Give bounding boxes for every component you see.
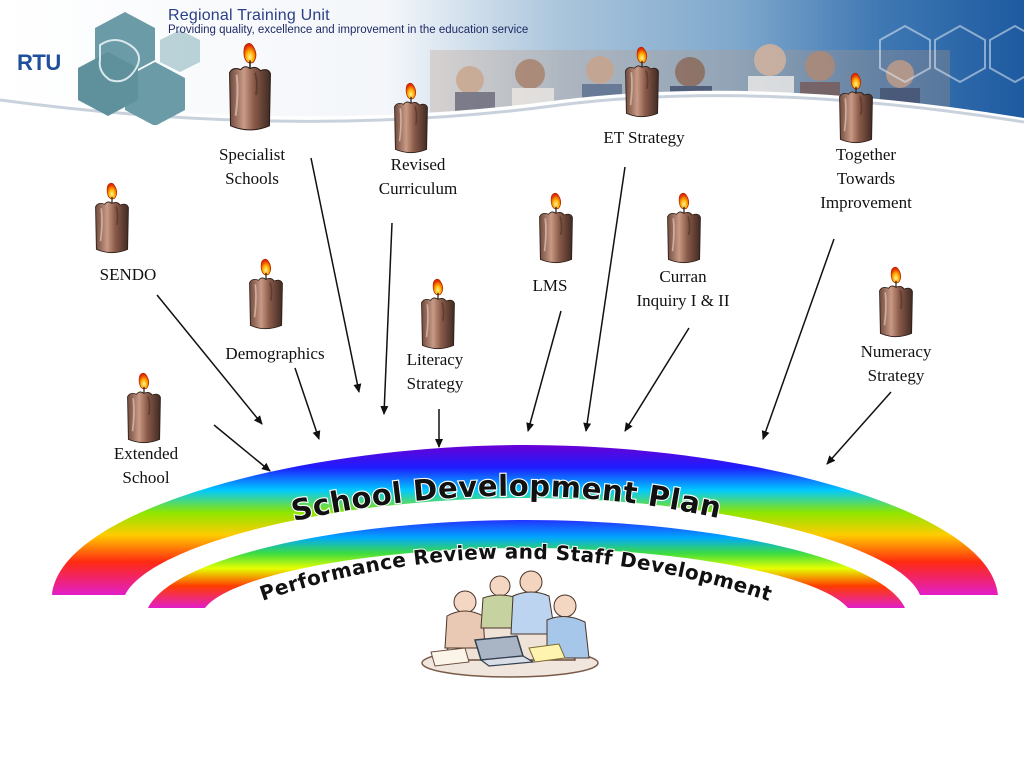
label-et-strategy: ET Strategy (603, 128, 685, 147)
rtu-logo (78, 12, 200, 125)
logo-text: RTU (17, 50, 61, 75)
candles (94, 42, 914, 444)
label-literacy-strategy: Literacy Strategy (406, 350, 464, 393)
candle-icon (838, 72, 874, 144)
arrow-extended-school (213, 424, 271, 472)
label-curran-inquiry: Curran Inquiry I & II (636, 267, 730, 310)
arrow-sendo (156, 294, 263, 425)
arrow-demographics (294, 367, 321, 440)
candle-icon (420, 278, 456, 350)
candle-icon (538, 192, 574, 264)
arrow-lms (526, 310, 562, 432)
header-banner: RTU Regional Training Unit Providing qua… (0, 0, 1024, 125)
inner-rainbow-arc (148, 520, 905, 608)
org-name: Regional Training Unit (168, 7, 330, 24)
label-numeracy-strategy: Numeracy Strategy (860, 342, 932, 385)
arrow-numeracy-strategy (826, 391, 892, 465)
label-extended-school: Extended School (113, 444, 179, 487)
banner-background (0, 0, 1024, 125)
label-together-towards-improvement: Together Towards Improvement (820, 145, 912, 212)
label-revised-curriculum: Revised Curriculum (378, 155, 458, 198)
arrow-together-towards-improvement (761, 238, 835, 440)
candle-icon (228, 42, 272, 131)
label-lms: LMS (532, 276, 568, 295)
candle-icon (393, 82, 429, 154)
tagline: Providing quality, excellence and improv… (168, 24, 529, 36)
candle-icon (666, 192, 702, 264)
arrow-curran-inquiry (624, 327, 690, 432)
team-at-laptop-illustration (421, 570, 599, 678)
label-demographics: Demographics (225, 344, 325, 363)
candle-icon (126, 372, 162, 444)
arrow-revised-curriculum (380, 222, 393, 415)
staff-photo (430, 24, 1024, 122)
influence-arrows (156, 157, 892, 472)
candle-icon (248, 258, 284, 330)
arrow-et-strategy (583, 166, 626, 432)
label-sendo: SENDO (99, 265, 157, 284)
candle-icon (624, 46, 660, 118)
arrow-specialist-schools (310, 157, 362, 393)
outer-rainbow-arc (52, 445, 998, 595)
candle-icon (878, 266, 914, 338)
label-specialist-schools: Specialist Schools (218, 145, 286, 188)
candle-icon (94, 182, 130, 254)
